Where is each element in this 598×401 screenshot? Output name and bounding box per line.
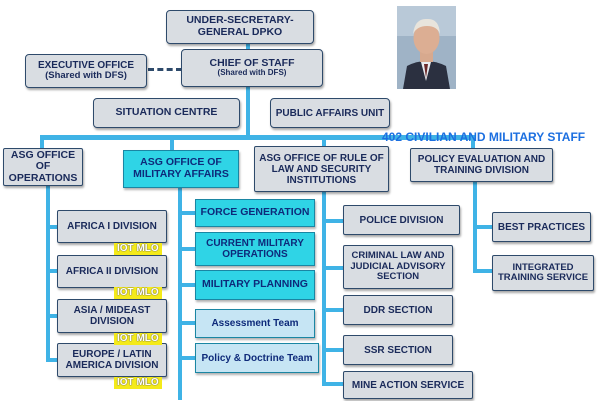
policy-evaluation-box: POLICY EVALUATION AND TRAINING DIVISION [410,148,553,182]
asg-rule-of-law-label: ASG OFFICE OF RULE OF LAW AND SECURITY I… [259,152,384,186]
chief-of-staff-box: CHIEF OF STAFF (Shared with DFS) [181,49,323,87]
current-military-ops-box: CURRENT MILITARY OPERATIONS [195,232,315,266]
policy-doctrine-team-label: Policy & Doctrine Team [201,352,313,364]
portrait-image [397,6,456,89]
branch-pol-2 [473,269,493,273]
best-practices-box: BEST PRACTICES [492,212,591,242]
mine-action-label: MINE ACTION SERVICE [351,379,465,391]
executive-office-title: EXECUTIVE OFFICE [37,60,135,72]
branch-mil-3 [178,283,196,287]
africa-2-label: AFRICA II DIVISION [65,266,159,277]
iot-mlo-tag-1: IOT MLO [114,243,162,255]
ssr-section-box: SSR SECTION [343,335,453,365]
branch-rol-4 [322,348,344,352]
branch-rol-5 [322,382,344,386]
connector-rule-spine [322,192,326,384]
africa-1-division: AFRICA I DIVISION [57,210,167,243]
connector-military-drop [170,135,174,153]
current-military-ops-label: CURRENT MILITARY OPERATIONS [206,238,304,260]
iot-mlo-tag-3: IOT MLO [114,333,162,345]
connector-rule-drop [322,135,326,149]
mine-action-box: MINE ACTION SERVICE [343,371,473,399]
branch-mil-4 [178,321,196,325]
branch-rol-1 [322,219,344,223]
connector-policy-drop [471,135,475,153]
assessment-team-box: Assessment Team [195,309,315,338]
branch-mil-1 [178,211,196,215]
criminal-law-label: CRIMINAL LAW AND JUDICIAL ADVISORY SECTI… [350,250,446,283]
executive-office-note: (Shared with DFS) [45,70,127,82]
asg-rule-of-law-box: ASG OFFICE OF RULE OF LAW AND SECURITY I… [254,146,389,192]
military-planning-label: MILITARY PLANNING [202,278,308,291]
asg-military-label: ASG OFFICE OF MILITARY AFFAIRS [133,156,229,180]
situation-centre-label: SITUATION CENTRE [115,106,218,119]
europe-latam-division: EUROPE / LATIN AMERICA DIVISION [57,343,167,377]
police-division-box: POLICE DIVISION [343,205,460,235]
branch-rol-3 [322,308,344,312]
asg-operations-label: ASG OFFICE OF OPERATIONS [8,148,78,184]
asia-mideast-label: ASIA / MIDEAST DIVISION [73,305,151,327]
ddr-section-box: DDR SECTION [343,295,453,325]
policy-evaluation-label: POLICY EVALUATION AND TRAINING DIVISION [417,154,546,176]
policy-doctrine-team-box: Policy & Doctrine Team [195,343,319,373]
branch-op-3 [46,314,58,318]
connector-top-vertical [246,44,250,140]
branch-rol-2 [322,266,344,270]
public-affairs-label: PUBLIC AFFAIRS UNIT [275,107,385,119]
connector-military-spine [178,188,182,400]
assessment-team-label: Assessment Team [211,318,299,329]
branch-op-2 [46,269,58,273]
ssr-section-label: SSR SECTION [364,344,432,356]
situation-centre-box: SITUATION CENTRE [93,98,240,128]
military-planning-box: MILITARY PLANNING [195,270,315,300]
branch-op-4 [46,358,58,362]
iot-mlo-tag-2: IOT MLO [114,287,162,299]
criminal-law-box: CRIMINAL LAW AND JUDICIAL ADVISORY SECTI… [343,245,453,289]
chief-of-staff-title: CHIEF OF STAFF [209,56,295,69]
ddr-section-label: DDR SECTION [363,304,433,316]
branch-op-1 [46,225,58,229]
staff-count: 402 CIVILIAN AND MILITARY STAFF [382,130,586,144]
integrated-training-box: INTEGRATED TRAINING SERVICE [492,255,594,291]
asg-military-box: ASG OFFICE OF MILITARY AFFAIRS [123,150,239,188]
dashed-link [148,68,182,71]
executive-office-box: EXECUTIVE OFFICE (Shared with DFS) [25,54,147,88]
europe-latam-label: EUROPE / LATIN AMERICA DIVISION [65,349,159,371]
asg-operations-box: ASG OFFICE OF OPERATIONS [3,148,83,186]
branch-mil-5 [178,356,196,360]
integrated-training-label: INTEGRATED TRAINING SERVICE [497,261,589,283]
africa-2-division: AFRICA II DIVISION [57,255,167,288]
asia-mideast-division: ASIA / MIDEAST DIVISION [57,299,167,333]
branch-pol-1 [473,225,493,229]
chief-of-staff-note: (Shared with DFS) [217,68,287,78]
usg-label: UNDER-SECRETARY-GENERAL DPKO [186,14,294,38]
iot-mlo-tag-4: IOT MLO [114,377,162,389]
police-division-label: POLICE DIVISION [359,214,444,226]
force-generation-box: FORCE GENERATION [195,199,315,227]
branch-mil-2 [178,247,196,251]
force-generation-label: FORCE GENERATION [200,206,310,219]
portrait-photo [397,6,456,89]
connector-operations-drop [40,135,44,153]
best-practices-label: BEST PRACTICES [497,221,586,233]
usg-box: UNDER-SECRETARY-GENERAL DPKO [166,10,314,44]
africa-1-label: AFRICA I DIVISION [67,221,157,232]
public-affairs-box: PUBLIC AFFAIRS UNIT [270,98,390,128]
connector-horizontal-main [40,135,475,140]
